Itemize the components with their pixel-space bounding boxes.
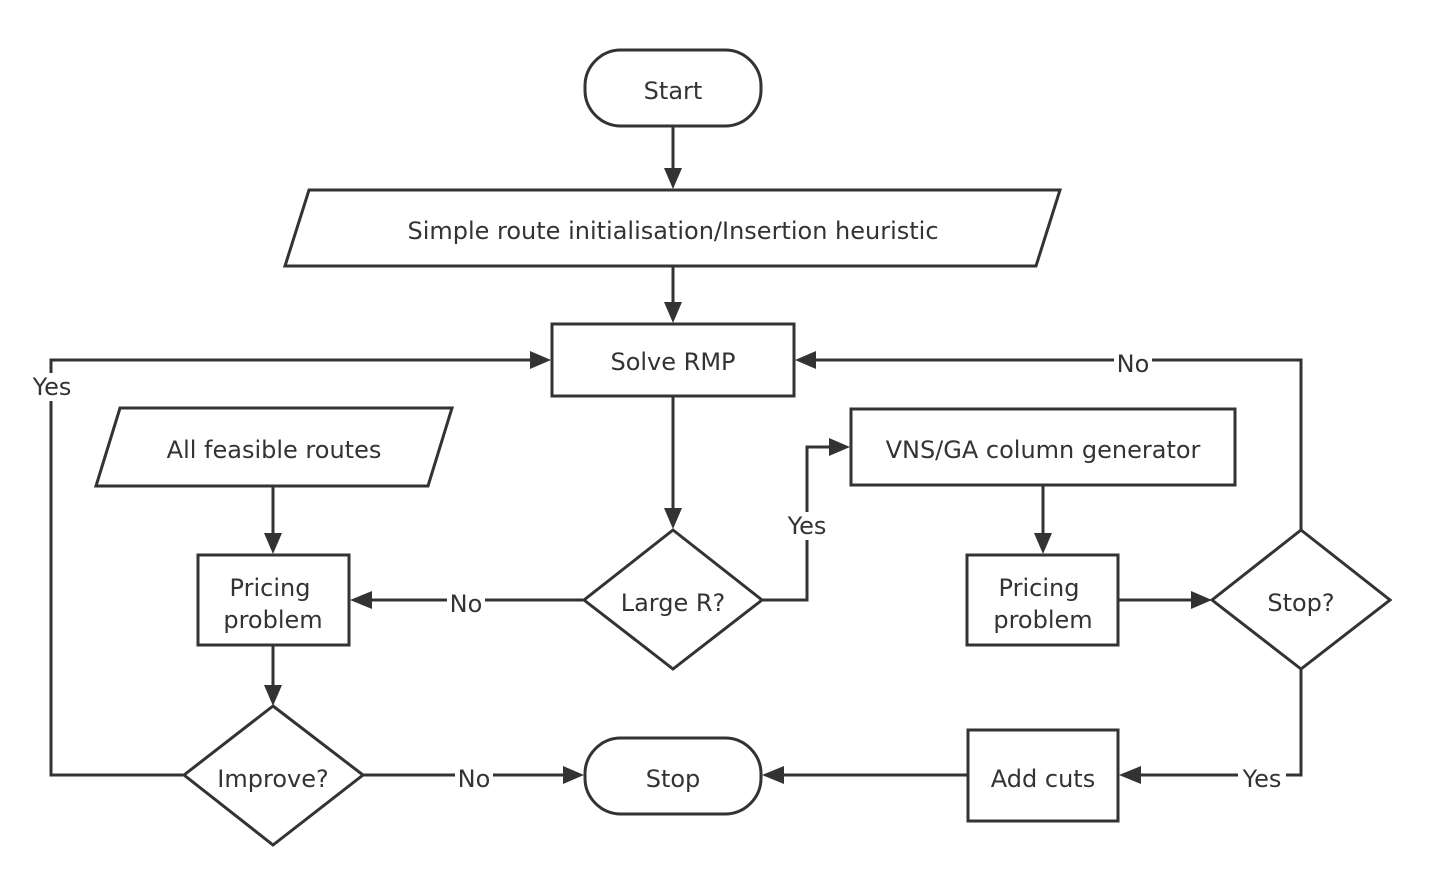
node-pricing-left: Pricing problem <box>196 553 351 647</box>
edge-label-no-improve-text: No <box>458 765 491 793</box>
arrowhead-pricing-left-to-improve <box>264 685 282 706</box>
edge-label-no-large-r-text: No <box>450 590 483 618</box>
arrowhead-stop-q-to-solve <box>795 351 816 369</box>
arrowhead-pricing-right-to-stop-q <box>1191 591 1212 609</box>
node-solve-rmp-label: Solve RMP <box>610 348 735 376</box>
edge-label-yes-stop: Yes <box>1238 765 1286 793</box>
edge-label-no-large-r: No <box>447 590 485 618</box>
node-large-r: Large R? <box>581 528 765 671</box>
arrowhead-improve-to-stop <box>563 766 584 784</box>
edge-label-yes-large-r: Yes <box>783 512 831 540</box>
arrowhead-solve-to-large-r <box>664 508 682 529</box>
node-vns-ga: VNS/GA column generator <box>849 407 1237 487</box>
node-pricing-left-line1: Pricing <box>230 574 311 602</box>
node-pricing-right: Pricing problem <box>965 553 1120 647</box>
node-large-r-label: Large R? <box>621 589 726 617</box>
arrowhead-init-to-solve <box>664 302 682 323</box>
arrowhead-routes-to-pricing-left <box>264 533 282 554</box>
edge-improve-to-solve <box>49 358 533 777</box>
node-add-cuts-label: Add cuts <box>991 765 1095 793</box>
node-all-feasible-routes-label: All feasible routes <box>167 436 382 464</box>
edge-label-yes-stop-text: Yes <box>1242 765 1282 793</box>
arrowhead-vns-to-pricing-right <box>1034 533 1052 554</box>
edge-label-no-right-top-text: No <box>1117 350 1150 378</box>
arrowhead-stop-q-to-add-cuts <box>1119 766 1141 784</box>
arrowhead-large-r-to-vns <box>829 438 850 456</box>
node-pricing-left-line2: problem <box>223 606 322 634</box>
node-init-label: Simple route initialisation/Insertion he… <box>407 217 938 245</box>
node-pricing-right-line1: Pricing <box>999 574 1080 602</box>
node-add-cuts: Add cuts <box>966 728 1120 823</box>
node-vns-ga-label: VNS/GA column generator <box>886 436 1201 464</box>
node-improve: Improve? <box>181 704 366 847</box>
node-start: Start <box>583 48 763 128</box>
edge-label-yes-large-r-text: Yes <box>787 512 827 540</box>
arrowhead-start-to-init <box>664 168 682 189</box>
edge-stop-q-to-solve <box>812 358 1303 530</box>
node-start-label: Start <box>644 77 703 105</box>
node-init: Simple route initialisation/Insertion he… <box>282 188 1063 268</box>
node-stop: Stop <box>583 736 763 816</box>
node-improve-label: Improve? <box>217 765 328 793</box>
arrowhead-large-r-to-pricing-left <box>350 591 372 609</box>
arrowhead-improve-to-solve <box>530 351 551 369</box>
node-stop-label: Stop <box>646 765 701 793</box>
arrowhead-add-cuts-to-stop <box>762 766 784 784</box>
edge-label-no-right-top: No <box>1114 350 1152 378</box>
node-pricing-right-line2: problem <box>993 606 1092 634</box>
node-stop-q: Stop? <box>1209 528 1393 671</box>
edge-label-yes-left-text: Yes <box>32 373 72 401</box>
node-solve-rmp: Solve RMP <box>550 322 796 398</box>
edge-stop-q-to-add-cuts <box>1137 670 1303 777</box>
node-stop-q-label: Stop? <box>1267 589 1334 617</box>
edge-label-yes-left: Yes <box>28 373 76 401</box>
edge-label-no-improve: No <box>455 765 493 793</box>
node-all-feasible-routes: All feasible routes <box>93 406 455 488</box>
